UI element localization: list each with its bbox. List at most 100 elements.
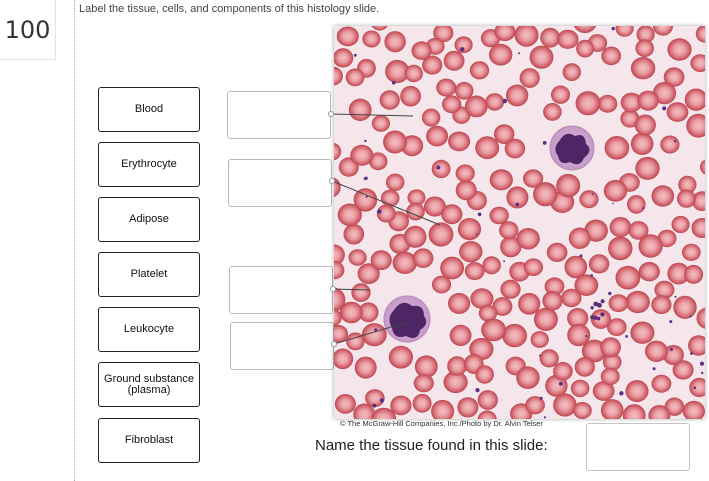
erythrocyte [609,217,632,238]
erythrocyte [455,180,477,201]
platelet [673,139,677,143]
platelet [374,328,378,332]
platelet [539,354,541,357]
erythrocyte [568,227,591,249]
erythrocyte [567,323,591,347]
erythrocyte [506,186,529,209]
erythrocyte [630,57,656,80]
erythrocyte [334,348,354,370]
platelet [518,52,520,55]
erythrocyte [700,159,705,175]
erythrocyte [579,190,599,209]
erythrocyte [449,324,472,346]
erythrocyte [622,404,646,419]
label-leukocyte[interactable]: Leukocyte [98,307,200,352]
platelet [558,381,563,386]
erythrocyte [334,142,342,161]
erythrocyte [371,115,390,132]
platelet [585,335,588,338]
erythrocyte [529,45,554,69]
erythrocyte [666,102,689,122]
erythrocyte [688,335,705,356]
erythrocyte [664,397,685,416]
erythrocyte [345,68,365,87]
platelet [477,212,482,217]
column-divider [74,0,75,481]
erythrocyte [634,114,656,136]
tissue-answer-box[interactable] [586,423,690,471]
drop-target-1[interactable] [227,91,331,139]
erythrocyte [421,108,441,127]
erythrocyte [638,262,660,282]
erythrocyte [575,91,601,116]
erythrocyte [334,66,343,86]
drop-target-3[interactable] [229,266,333,314]
erythrocyte [411,41,432,60]
erythrocyte [654,280,675,299]
erythrocyte [546,242,568,262]
erythrocyte [470,288,494,309]
erythrocyte [553,393,577,417]
erythrocyte [602,353,622,371]
platelet [669,320,673,324]
label-blood[interactable]: Blood [98,87,200,132]
erythrocyte [672,360,694,380]
erythrocyte [681,243,701,261]
erythrocyte [556,173,581,198]
erythrocyte [691,218,705,238]
label-adipose[interactable]: Adipose [98,197,200,242]
erythrocyte [339,301,363,324]
erythrocyte [551,85,570,104]
erythrocyte [489,43,513,66]
erythrocyte [573,402,592,419]
drop-target-4[interactable] [230,322,334,370]
label-erythrocyte[interactable]: Erythrocyte [98,142,200,187]
erythrocyte [651,185,675,207]
erythrocyte [379,90,400,110]
erythrocyte [443,371,468,394]
question-instruction: Label the tissue, cells, and components … [79,3,380,15]
erythrocyte [492,297,513,316]
label-fibroblast[interactable]: Fibroblast [98,418,200,463]
erythrocyte [636,26,655,44]
erythrocyte [600,367,620,386]
erythrocyte [361,323,387,347]
erythrocyte [403,225,427,248]
platelet [475,388,480,393]
label-ground-substance[interactable]: Ground substance (plasma) [98,362,200,407]
erythrocyte [525,396,545,415]
erythrocyte [620,92,643,113]
erythrocyte [350,144,374,166]
erythrocyte [663,67,685,87]
erythrocyte [370,250,392,271]
erythrocyte [604,136,630,160]
drop-target-2[interactable] [228,159,332,207]
erythrocyte [485,93,505,111]
label-platelet[interactable]: Platelet [98,252,200,297]
erythrocyte [431,399,455,419]
erythrocyte [519,68,540,88]
erythrocyte [500,236,522,258]
erythrocyte [436,78,457,97]
platelet [674,295,677,298]
erythrocyte [385,173,405,191]
platelet [515,202,520,207]
erythrocyte [684,264,704,284]
platelet [591,193,594,195]
erythrocyte [354,356,377,379]
erythrocyte [673,295,697,319]
erythrocyte [564,255,588,279]
erythrocyte [557,29,579,49]
erythrocyte [581,339,607,363]
erythrocyte [475,365,494,384]
erythrocyte [653,26,673,36]
erythrocyte [627,195,646,214]
erythrocyte [406,202,425,221]
erythrocyte [357,263,380,284]
erythrocyte [455,81,474,100]
histology-slide-image [334,26,705,419]
erythrocyte [695,26,705,43]
erythrocyte [494,26,516,42]
erythrocyte [412,393,432,413]
erythrocyte [516,228,540,250]
